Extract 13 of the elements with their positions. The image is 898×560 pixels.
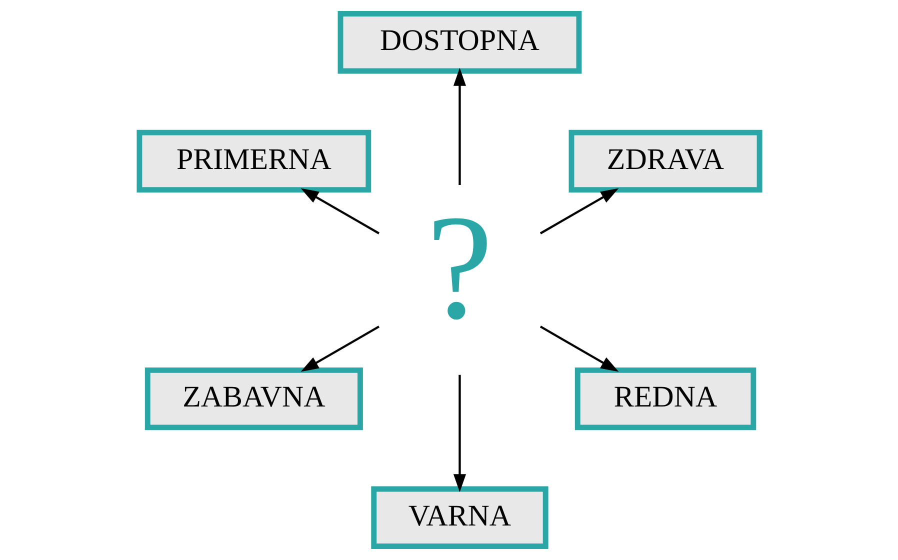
node-box: VARNA [370, 486, 548, 549]
node-text: ? [426, 184, 492, 350]
arrow [539, 188, 618, 234]
arrow [452, 374, 466, 492]
node-box: DOSTOPNA [337, 11, 582, 74]
arrow [452, 68, 466, 186]
node-box: ZABAVNA [144, 367, 362, 430]
node-box: REDNA [574, 367, 756, 430]
node-box: ZDRAVA [568, 130, 762, 193]
node-box: PRIMERNA [136, 130, 371, 193]
arrow [300, 326, 380, 372]
arrow [300, 188, 380, 234]
arrow [539, 326, 618, 372]
